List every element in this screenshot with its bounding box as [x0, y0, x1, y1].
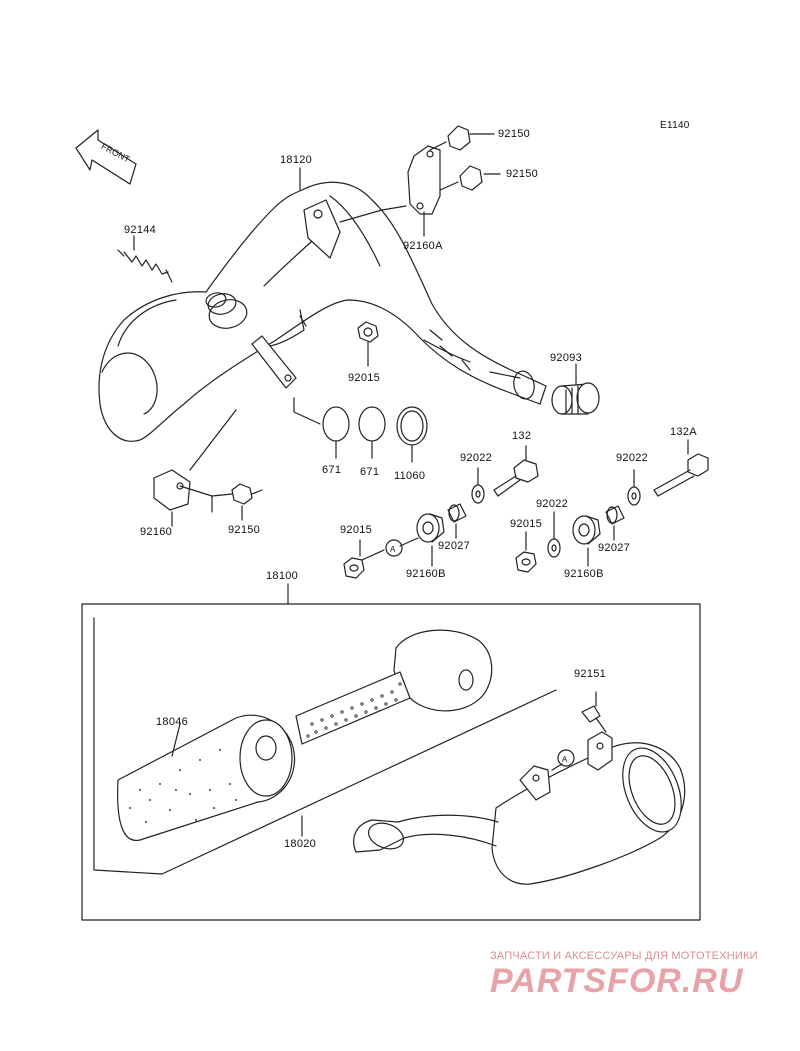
front-arrow-icon: FRONT [75, 129, 137, 185]
part-label-92150-mid[interactable]: 92150 [506, 168, 539, 180]
washer-92022-b [627, 469, 641, 506]
part-label-92027-a[interactable]: 92027 [438, 540, 471, 552]
part-label-92160A[interactable]: 92160A [403, 240, 443, 252]
part-label-92150-top[interactable]: 92150 [498, 128, 531, 140]
part-label-11060[interactable]: 11060 [394, 470, 426, 482]
part-label-18120[interactable]: 18120 [280, 154, 313, 166]
watermark-tagline: ЗАПЧАСТИ И АКСЕССУАРЫ ДЛЯ МОТОТЕХНИКИ [490, 950, 758, 962]
part-label-92160[interactable]: 92160 [140, 526, 173, 538]
spring-92144 [117, 235, 173, 283]
nut-92015-b [515, 531, 537, 573]
bracket-92160A [339, 145, 441, 237]
callout-a-lower-label: A [562, 755, 568, 764]
part-label-92093[interactable]: 92093 [550, 352, 583, 364]
diagram-code: E1140 [660, 120, 690, 131]
part-label-18020[interactable]: 18020 [284, 838, 317, 850]
collar-92027-b [605, 505, 625, 541]
silencer-inner-pipe [295, 629, 493, 745]
part-label-92027-b[interactable]: 92027 [598, 542, 631, 554]
part-label-671-a[interactable]: 671 [322, 464, 342, 476]
part-label-132A[interactable]: 132A [670, 426, 697, 438]
bolt-92150-top [429, 125, 495, 151]
silencer-body-18020 [301, 691, 686, 885]
damper-92160B-b [572, 515, 601, 567]
silencer-packing-18046 [117, 714, 296, 841]
part-label-92151[interactable]: 92151 [574, 668, 607, 680]
callout-a-upper-label: A [390, 545, 396, 554]
watermark-brand: PARTSFOR.RU [490, 962, 744, 1000]
part-label-92015-a[interactable]: 92015 [340, 524, 373, 536]
washer-92022-c [547, 511, 561, 558]
damper-92160B-a [399, 513, 445, 567]
bolt-92150-low [211, 483, 263, 521]
part-label-92150-low[interactable]: 92150 [228, 524, 261, 536]
part-label-671-b[interactable]: 671 [360, 466, 380, 478]
part-label-92015-b[interactable]: 92015 [510, 518, 543, 530]
washer-92022-a [471, 467, 485, 504]
callout-a-lower [557, 749, 575, 767]
callout-a-upper [385, 539, 403, 557]
part-label-92144[interactable]: 92144 [124, 224, 157, 236]
part-label-92022-b[interactable]: 92022 [616, 452, 649, 464]
collar-92027-a [447, 503, 467, 539]
part-label-18100[interactable]: 18100 [266, 570, 299, 582]
o-rings [293, 397, 428, 463]
bushing-92093 [551, 363, 600, 415]
part-label-92160B-a[interactable]: 92160B [406, 568, 446, 580]
bolt-132 [493, 445, 539, 497]
nut-92015-upper [357, 321, 379, 367]
part-label-18046[interactable]: 18046 [156, 716, 189, 728]
part-label-132[interactable]: 132 [512, 430, 532, 442]
nut-92015-a [343, 539, 385, 579]
part-label-92022-c[interactable]: 92022 [536, 498, 569, 510]
part-label-92022-a[interactable]: 92022 [460, 452, 493, 464]
part-label-92015-upper[interactable]: 92015 [348, 372, 381, 384]
bolt-92150-mid [439, 165, 501, 191]
bolt-132A [653, 439, 709, 497]
bracket-92160 [153, 409, 237, 527]
silencer-assembly-frame [81, 583, 701, 921]
expansion-chamber-18120 [98, 181, 547, 442]
part-label-92160B-b[interactable]: 92160B [564, 568, 604, 580]
